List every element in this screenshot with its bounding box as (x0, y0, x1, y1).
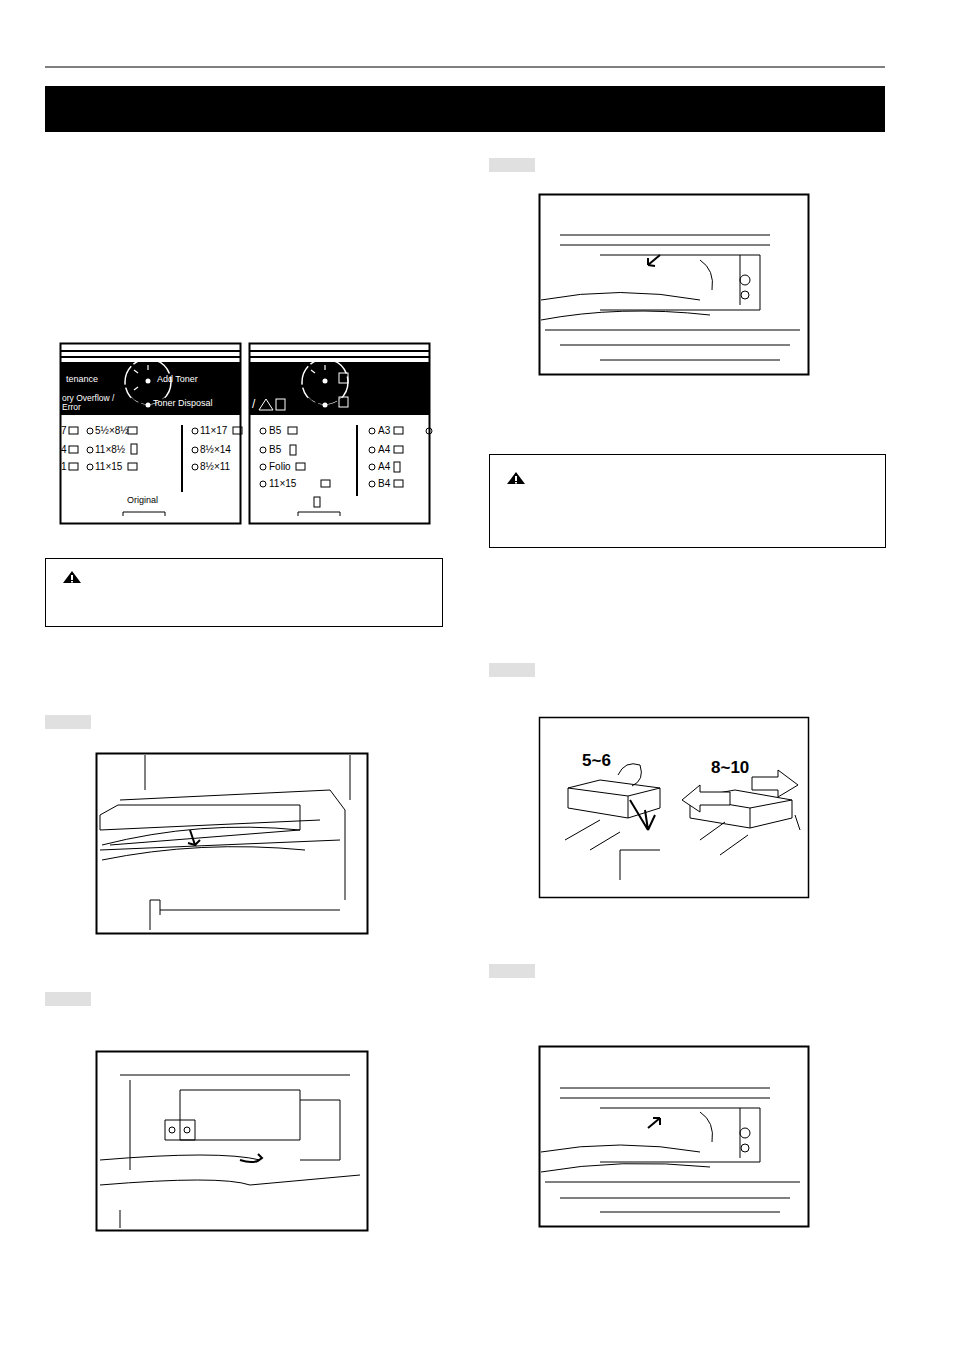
panel-label: 7 (61, 425, 67, 436)
figure-shake-cartridge (540, 718, 809, 898)
panel-label: Add Toner (157, 375, 198, 385)
panel-label: B5 (269, 425, 281, 436)
panel-right (250, 344, 433, 524)
panel-label: / (252, 398, 255, 411)
panel-label: 11×15 (95, 461, 122, 472)
panel-label: A4 (378, 444, 390, 455)
panel-label: Toner Disposal (153, 399, 213, 409)
figure-open-cover (97, 754, 368, 934)
panel-label: A3 (378, 425, 390, 436)
panel-left (61, 344, 243, 524)
header-rule (45, 67, 885, 68)
panel-label: tenance (66, 375, 98, 385)
panel-label: B4 (378, 478, 390, 489)
figure-insert-cartridge (540, 1047, 809, 1227)
panel-label: 1 (61, 461, 67, 472)
panel-label: B5 (269, 444, 281, 455)
panel-label: Folio (269, 461, 291, 472)
figure-pull-cartridge (540, 195, 809, 375)
panel-label: 4 (61, 444, 67, 455)
panel-label: ory Overflow / Error (62, 394, 128, 413)
step-markers (45, 158, 535, 1006)
panel-label: 11×17 (200, 425, 227, 436)
figure-release-lever (97, 1052, 368, 1231)
panel-label: A4 (378, 461, 390, 472)
panel-label: 11×8½ (95, 444, 125, 455)
panel-label: 5½×8½ (95, 425, 129, 436)
panel-label: 8½×11 (200, 461, 230, 472)
section-banner (45, 86, 885, 132)
panel-label: 8½×14 (200, 444, 231, 455)
panel-label: Original (127, 496, 158, 506)
panel-label: 5~6 (582, 752, 611, 771)
panel-label: 11×15 (269, 478, 296, 489)
panel-label: 8~10 (711, 759, 749, 778)
